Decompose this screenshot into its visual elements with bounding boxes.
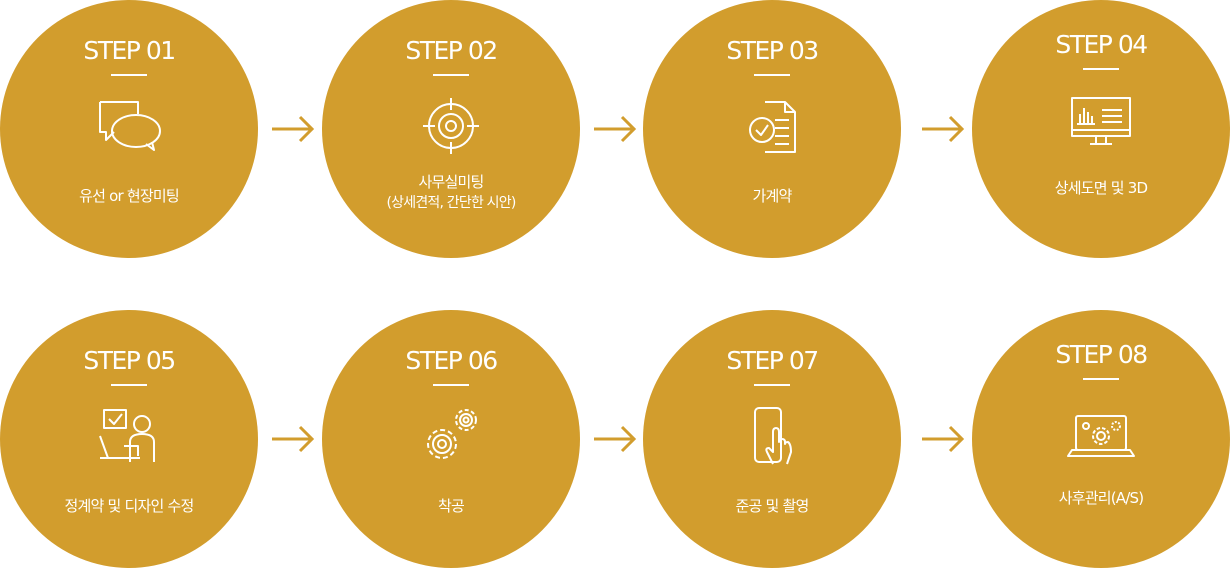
step-circle-04: STEP 04 상세도면 및 3D [972,0,1230,258]
divider [433,384,469,386]
arrow-right-icon [270,114,316,144]
arrow-right-icon [592,114,638,144]
step-label: 사후관리(A/S) [1058,489,1144,507]
monitor-chart-icon [1066,92,1136,152]
arrow-right-icon [920,114,966,144]
step-label: 착공 [437,497,465,515]
step-number: STEP 03 [726,36,819,65]
step-circle-05: STEP 05 정계약 및 디자인 수정 [0,310,258,568]
step-number: STEP 07 [726,346,819,375]
divider [754,384,790,386]
divider [1083,68,1119,70]
step-number: STEP 06 [405,346,498,375]
laptop-gear-icon [1066,408,1136,468]
step-circle-06: STEP 06 착공 [322,310,580,568]
step-circle-03: STEP 03 가계약 [643,0,901,258]
divider [433,74,469,76]
step-circle-02: STEP 02 사무실미팅 (상세견적, 간단한 시안) [322,0,580,258]
divider [1083,378,1119,380]
step-label: 상세도면 및 3D [1054,179,1148,197]
step-number: STEP 04 [1055,30,1148,59]
step-number: STEP 02 [405,36,498,65]
step-number: STEP 05 [83,346,176,375]
divider [111,74,147,76]
gears-icon [416,406,486,466]
step-circle-01: STEP 01 유선 or 현장미팅 [0,0,258,258]
divider [754,74,790,76]
document-check-icon [737,96,807,156]
arrow-right-icon [920,424,966,454]
person-desk-icon [94,406,164,466]
touch-phone-icon [737,406,807,466]
step-label: 사무실미팅 [418,173,484,191]
chat-bubbles-icon [94,96,164,156]
step-circle-07: STEP 07 준공 및 촬영 [643,310,901,568]
divider [111,384,147,386]
step-sublabel: (상세견적, 간단한 시안) [386,195,517,211]
arrow-right-icon [270,424,316,454]
step-label: 준공 및 촬영 [735,497,810,515]
arrow-right-icon [592,424,638,454]
step-label: 가계약 [752,187,792,205]
step-label: 정계약 및 디자인 수정 [64,497,195,515]
step-label: 유선 or 현장미팅 [79,187,179,205]
step-number: STEP 08 [1055,340,1148,369]
step-number: STEP 01 [83,36,176,65]
target-icon [416,96,486,156]
step-circle-08: STEP 08 사후관리(A/S) [972,310,1230,568]
